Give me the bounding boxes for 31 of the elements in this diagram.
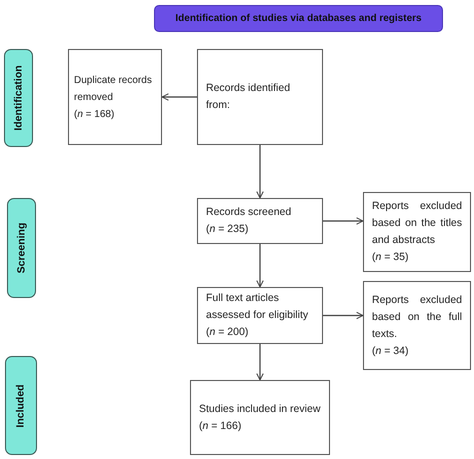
phase-label: [7, 198, 36, 298]
box-text: Records screened: [206, 205, 292, 220]
process-box: [68, 49, 162, 145]
count-text: (n = 235): [206, 222, 250, 237]
process-box: [190, 380, 330, 455]
count-text: (n = 168): [74, 108, 116, 122]
process-box: [197, 287, 323, 344]
box-text: Identification of studies via databases and registers: [175, 13, 422, 24]
arrow: [256, 244, 264, 288]
arrow: [256, 344, 264, 380]
box-text: Screening: [16, 222, 28, 274]
arrow: [323, 217, 364, 225]
arrow: [256, 145, 264, 198]
count-text: (n = 34): [372, 344, 410, 358]
arrow: [323, 312, 364, 320]
box-text: Studies included in review: [199, 402, 321, 416]
phase-label: [5, 356, 37, 455]
box-text: Reports excluded based on the full texts.: [372, 292, 462, 342]
arrow: [162, 93, 197, 101]
process-box: [363, 281, 471, 370]
box-text: Identification: [12, 65, 24, 131]
section-header: [154, 5, 443, 32]
process-box: [197, 49, 323, 145]
count-text: (n = 35): [372, 250, 410, 265]
process-box: [363, 192, 471, 272]
count-text: (n = 166): [199, 418, 242, 434]
phase-label: [4, 49, 33, 147]
box-text: Records identified from:: [206, 81, 292, 113]
box-text: Included: [15, 384, 27, 428]
process-box: [197, 198, 323, 244]
count-text: (n = 200): [206, 325, 250, 340]
